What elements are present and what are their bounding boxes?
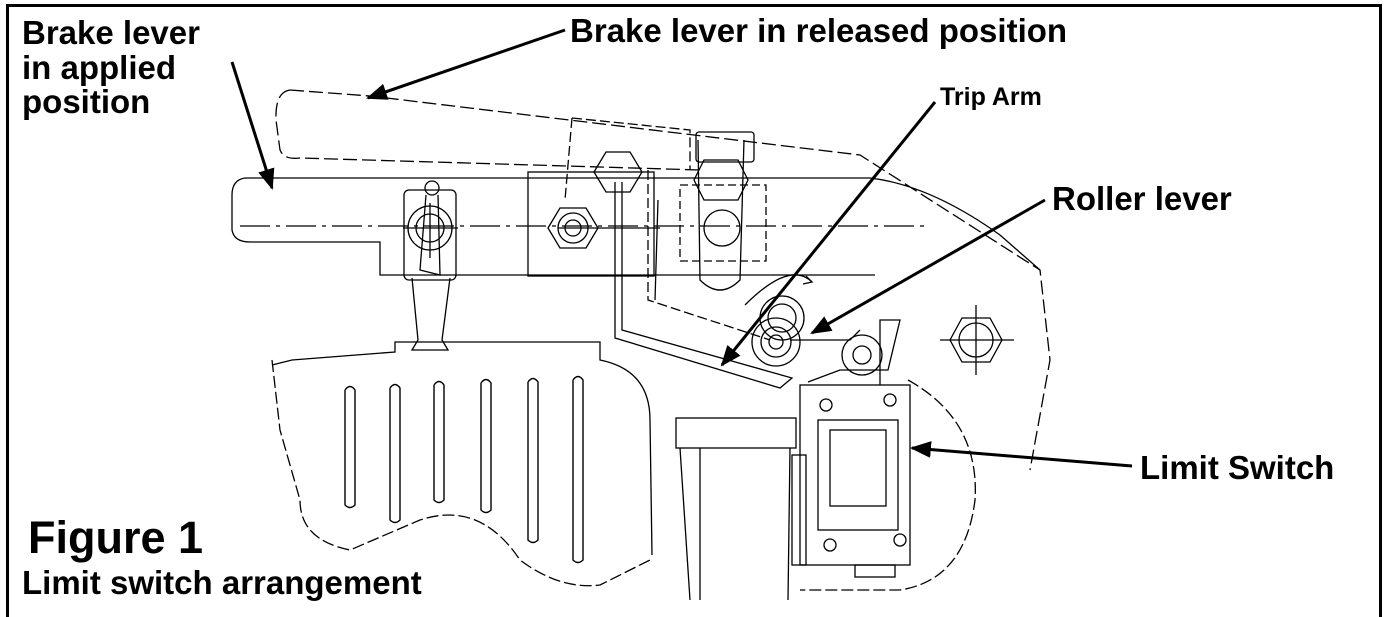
applied-lever-outline (245, 177, 1041, 271)
switch-roller (841, 334, 883, 376)
released-leader (366, 28, 566, 100)
upper-bolt (703, 209, 741, 247)
brake-applied-line-2: in applied (22, 48, 177, 86)
brake-applied-line-1: Brake lever (22, 14, 200, 51)
figure-border (6, 4, 1382, 617)
brake-released-label: Brake lever in released position (570, 12, 1068, 49)
applied-leader (230, 61, 275, 191)
limit-switch-body (799, 384, 911, 566)
housing (271, 341, 653, 556)
roller-leader (810, 198, 1046, 335)
trip-arm-label: Trip Arm (940, 83, 1042, 111)
roller-outer (759, 295, 805, 341)
trip-arm-shape (614, 182, 794, 389)
figure-caption: Limit switch arrangement (22, 564, 422, 601)
limit-switch-label: Limit Switch (1140, 449, 1335, 486)
released-lever-outline (289, 89, 1051, 471)
trip-arm-leader (720, 101, 937, 367)
figure-number: Figure 1 (28, 512, 204, 563)
roller-lever-label: Roller lever (1052, 180, 1232, 217)
limit-switch-leader (909, 441, 1133, 468)
brake-applied-label: Brake lever in applied position (22, 14, 200, 121)
brake-applied-line-3: position (22, 83, 151, 121)
